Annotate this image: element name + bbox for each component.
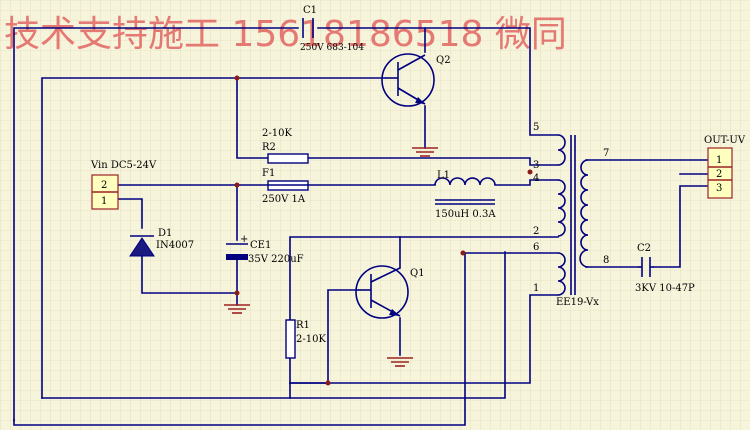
transformer-t1: 5 3 4 2 6 1 7 8 EE19-Vx <box>533 122 609 308</box>
d1-value: IN4007 <box>156 240 194 251</box>
t1-ref: EE19-Vx <box>556 297 599 308</box>
out-pin-2: 2 <box>716 169 722 180</box>
f1-ref: F1 <box>262 168 275 179</box>
l1-ref: L1 <box>437 170 450 181</box>
r2-value: 2-10K <box>262 128 292 139</box>
t1-pin-2: 2 <box>533 226 539 237</box>
q1-ref: Q1 <box>410 268 425 279</box>
r1-ref: R1 <box>296 320 310 331</box>
ce1-value: 35V 220uF <box>248 254 304 265</box>
diode-d1: D1 IN4007 <box>129 228 194 257</box>
out-pin-3: 3 <box>716 183 722 194</box>
f1-value: 250V 1A <box>262 194 306 205</box>
r2-ref: R2 <box>262 142 276 153</box>
junction-dots <box>234 75 533 386</box>
t1-pin-7: 7 <box>603 148 609 159</box>
watermark: 技术支持施工 15618186518 微同 <box>4 14 567 55</box>
c2-ref: C2 <box>637 243 651 254</box>
out-pin-1: 1 <box>716 155 722 166</box>
c2-value: 3KV 10-47P <box>635 283 695 294</box>
fuse-f1: F1 250V 1A <box>262 168 309 205</box>
vin-pin-2: 2 <box>101 180 107 191</box>
d1-ref: D1 <box>158 228 172 239</box>
t1-pin-6: 6 <box>533 242 539 253</box>
c1-ref: C1 <box>303 5 317 16</box>
connector-out: 1 2 3 OUT-UV <box>704 135 746 199</box>
t1-pin-1: 1 <box>533 283 539 294</box>
connector-vin: 2 1 Vin DC5-24V <box>90 160 157 210</box>
ground-q1-symbol <box>387 357 413 367</box>
t1-pin-3: 3 <box>533 160 539 171</box>
capacitor-ce1: + CE1 35V 220uF <box>226 234 304 265</box>
vin-label: Vin DC5-24V <box>90 160 157 171</box>
l1-value: 150uH 0.3A <box>435 209 496 220</box>
resistor-r1: R1 2-10K <box>285 319 326 359</box>
out-label: OUT-UV <box>704 135 746 146</box>
inductor-l1: L1 150uH 0.3A <box>434 170 496 220</box>
ground-ce1-symbol <box>224 304 250 314</box>
vin-pin-1: 1 <box>101 196 107 207</box>
transistor-q1: Q1 <box>355 265 425 319</box>
ground-q2-symbol <box>412 147 438 157</box>
wires <box>13 27 709 426</box>
r1-value: 2-10K <box>296 334 326 345</box>
transistor-q2: Q2 <box>381 53 451 107</box>
q2-ref: Q2 <box>436 55 451 66</box>
capacitor-c2: C2 3KV 10-47P <box>635 243 695 294</box>
ce1-ref: CE1 <box>250 240 271 251</box>
t1-pin-5: 5 <box>533 122 539 133</box>
c1-value: 250V 683-104 <box>300 43 364 53</box>
resistor-r2: 2-10K R2 <box>262 128 309 164</box>
t1-pin-8: 8 <box>603 255 609 266</box>
capacitor-c1: C1 250V 683-104 <box>300 5 364 53</box>
t1-pin-4: 4 <box>533 173 539 184</box>
ce1-plus: + <box>240 234 248 245</box>
